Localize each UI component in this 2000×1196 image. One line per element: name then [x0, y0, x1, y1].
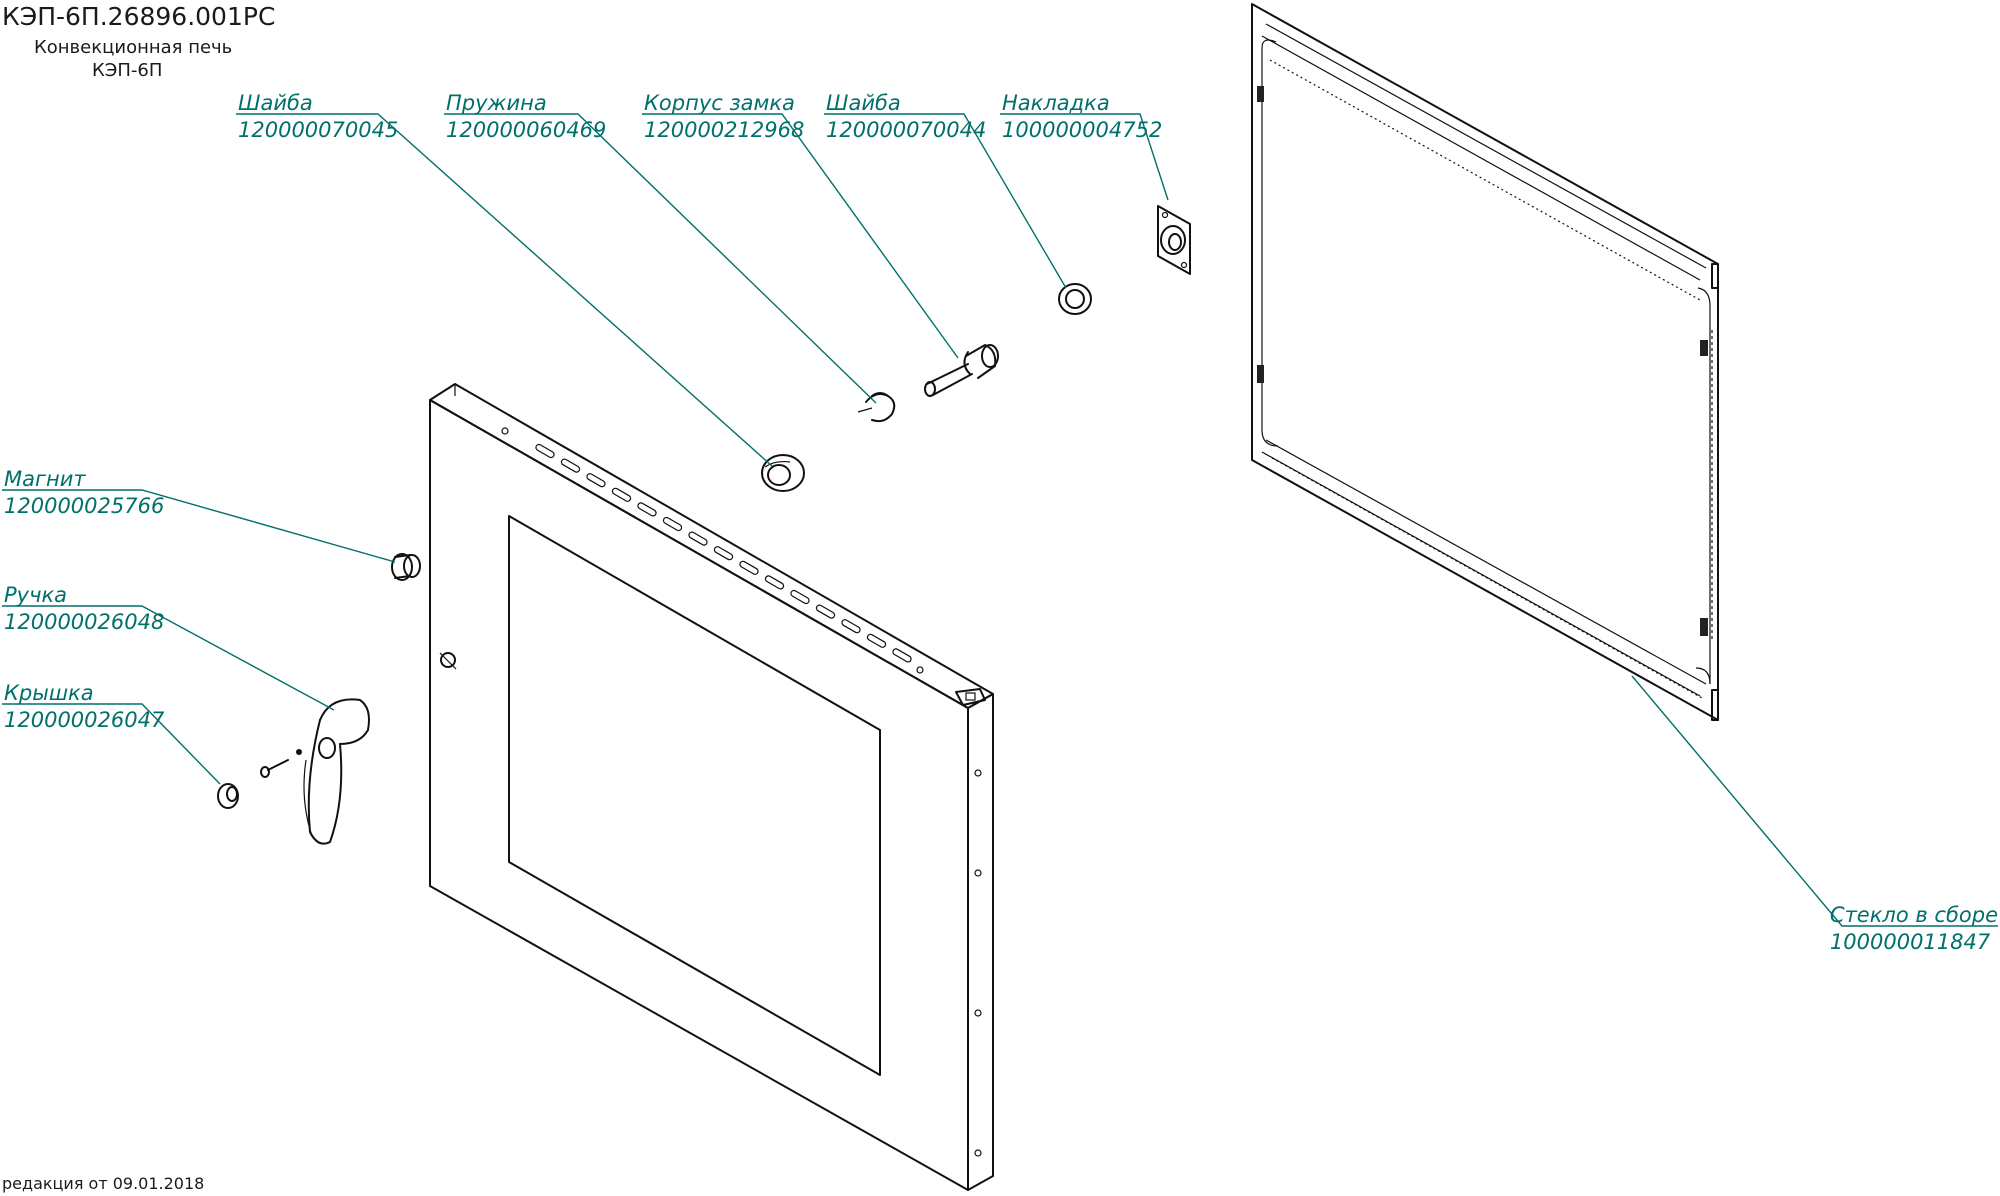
callout-handle-code: 120000026048 [4, 610, 164, 634]
vent-slot [841, 619, 861, 634]
callout-washer-44: Шайба 120000070044 [824, 91, 1067, 289]
washer-44-part [1058, 283, 1092, 315]
vent-slot [713, 546, 734, 561]
door-side-holes [974, 769, 982, 1157]
callout-washer-45: Шайба 120000070045 [236, 91, 773, 467]
ventilation-slots [535, 443, 912, 663]
cover-plate-part [1157, 205, 1191, 275]
magnet-part [391, 553, 421, 581]
callout-spring-name: Пружина [446, 91, 547, 115]
revision-date: редакция от 09.01.2018 [2, 1174, 205, 1193]
callout-glass-assembly: Стекло в сборе 100000011847 [1631, 675, 1998, 954]
callout-washer-44-name: Шайба [826, 91, 901, 115]
product-model: КЭП-6П [92, 60, 163, 81]
vent-slot [866, 633, 887, 648]
callout-washer-44-code: 120000070044 [826, 118, 986, 142]
vent-slot [535, 443, 555, 459]
glass-clips [1257, 86, 1708, 636]
callout-spring: Пружина 120000060469 [444, 91, 877, 404]
vent-slot [586, 473, 606, 488]
callout-cover-plate-code: 100000004752 [1002, 118, 1162, 142]
cap-part [217, 783, 239, 809]
vent-slot [688, 531, 708, 546]
callout-glass-assembly-name: Стекло в сборе [1830, 903, 1998, 927]
callout-spring-code: 120000060469 [446, 118, 606, 142]
lock-body-part [924, 344, 999, 397]
washer-45-part [761, 454, 805, 492]
callout-cover-plate: Накладка 100000004752 [1000, 91, 1169, 201]
vent-slot [790, 589, 810, 605]
callout-labels: Шайба 120000070045 Пружина 120000060469 … [2, 91, 1998, 954]
screw-part [260, 749, 302, 778]
vent-slot [637, 502, 657, 517]
callout-cap-code: 120000026047 [4, 708, 165, 732]
vent-slot [560, 458, 581, 473]
callout-magnet-code: 120000025766 [4, 494, 164, 518]
document-code: КЭП-6П.26896.001РС [2, 2, 276, 31]
callout-cap-name: Крышка [4, 681, 94, 705]
handle-part [303, 698, 370, 845]
callout-magnet: Магнит 120000025766 [2, 467, 396, 563]
lock-hole-icon [439, 652, 457, 670]
vent-slot [815, 604, 836, 619]
callout-handle: Ручка 120000026048 [2, 583, 335, 711]
callout-washer-45-code: 120000070045 [238, 118, 398, 142]
hinge-bracket [955, 688, 986, 706]
callout-lock-body-code: 120000212968 [644, 118, 804, 142]
vent-slot [892, 648, 912, 663]
door-frame [429, 383, 994, 1191]
spring-part [857, 392, 896, 423]
glass-assembly-part [1251, 3, 1719, 721]
callout-washer-45-name: Шайба [238, 91, 313, 115]
callout-lock-body-name: Корпус замка [644, 91, 795, 115]
callout-handle-name: Ручка [4, 583, 67, 607]
callout-cap: Крышка 120000026047 [2, 681, 221, 785]
callout-cover-plate-name: Накладка [1002, 91, 1110, 115]
vent-slot [764, 575, 785, 590]
product-title: Конвекционная печь [34, 37, 233, 58]
vent-slot [662, 516, 683, 532]
callout-glass-assembly-code: 100000011847 [1830, 930, 1991, 954]
vent-slot [739, 560, 759, 575]
callout-lock-body: Корпус замка 120000212968 [642, 91, 959, 359]
vent-slot [611, 487, 632, 502]
callout-magnet-name: Магнит [4, 467, 86, 491]
